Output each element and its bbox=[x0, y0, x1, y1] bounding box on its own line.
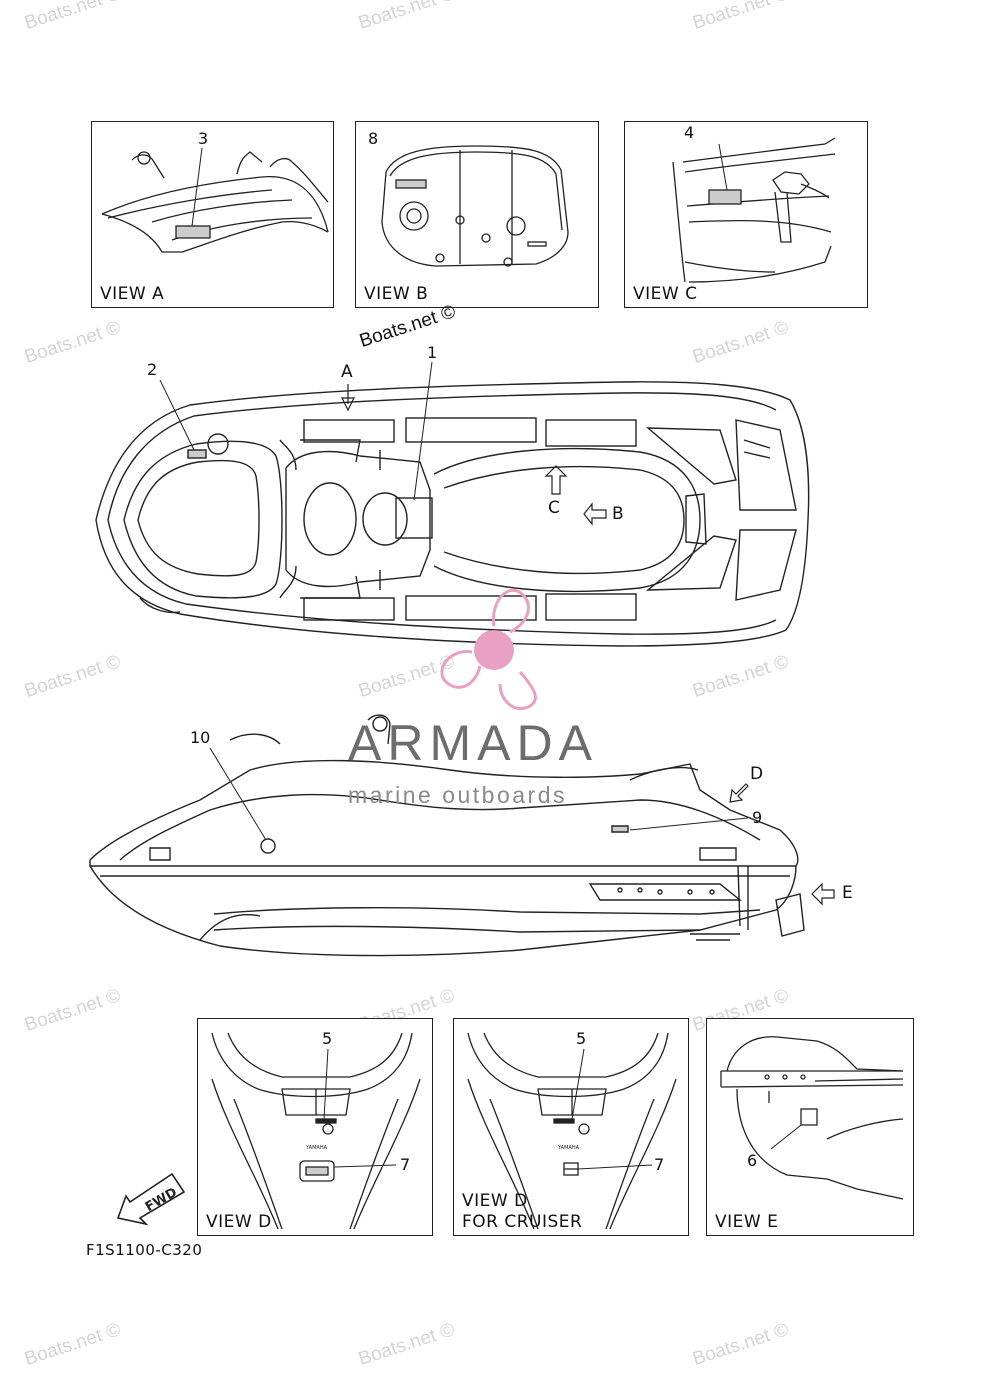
top-view-hull bbox=[95, 381, 810, 647]
view-b-panel: 8 VIEW B bbox=[355, 121, 599, 308]
callout-4: 4 bbox=[684, 123, 695, 142]
svg-text:YAMAHA: YAMAHA bbox=[557, 1145, 580, 1151]
view-e-panel: 6 VIEW E bbox=[706, 1018, 914, 1236]
view-marker-d: D bbox=[750, 764, 764, 784]
view-a-label: VIEW A bbox=[100, 284, 165, 304]
view-marker-b: B bbox=[612, 504, 624, 524]
callout-2: 2 bbox=[147, 360, 158, 379]
view-d-panel: YAMAHA 5 7 VIEW D bbox=[197, 1018, 433, 1236]
svg-text:YAMAHA: YAMAHA bbox=[305, 1145, 328, 1151]
view-a-panel: 3 VIEW A bbox=[91, 121, 334, 308]
view-d-label: VIEW D bbox=[206, 1212, 272, 1232]
callout-10: 10 bbox=[190, 728, 211, 747]
callout-5: 5 bbox=[576, 1029, 587, 1048]
callout-5: 5 bbox=[322, 1029, 333, 1048]
view-d-drawing: YAMAHA bbox=[211, 1032, 421, 1230]
view-c-panel: 4 VIEW C bbox=[624, 121, 868, 308]
fwd-arrow-icon: FWD bbox=[116, 1172, 186, 1226]
logo-tagline: marine outboards bbox=[348, 782, 567, 808]
view-marker-e: E bbox=[842, 883, 853, 903]
view-d-cruiser-drawing: YAMAHA bbox=[467, 1032, 677, 1230]
view-b-drawing bbox=[381, 145, 569, 267]
callout-8: 8 bbox=[368, 129, 379, 148]
view-c-label: VIEW C bbox=[633, 284, 698, 304]
view-d-cruiser-label: VIEW D FOR CRUISER bbox=[462, 1191, 582, 1233]
view-c-drawing bbox=[672, 137, 836, 283]
view-d-cruiser-panel: YAMAHA 5 7 VIEW D FOR CRUISER bbox=[453, 1018, 689, 1236]
view-d-cruiser-label-line2: FOR CRUISER bbox=[462, 1212, 583, 1232]
callout-3: 3 bbox=[198, 129, 209, 148]
callout-1: 1 bbox=[427, 343, 438, 362]
callout-7: 7 bbox=[400, 1155, 411, 1174]
side-view-hull bbox=[89, 714, 805, 957]
view-a-drawing bbox=[101, 147, 329, 253]
logo-name: ARMADA bbox=[348, 715, 598, 771]
view-b-label: VIEW B bbox=[364, 284, 429, 304]
callout-6: 6 bbox=[747, 1151, 758, 1170]
part-number: F1S1100-C320 bbox=[86, 1241, 203, 1259]
view-d-cruiser-label-line1: VIEW D bbox=[462, 1191, 528, 1211]
view-marker-a: A bbox=[341, 362, 353, 382]
callout-9: 9 bbox=[752, 808, 763, 827]
view-e-drawing bbox=[720, 1036, 904, 1200]
view-e-label: VIEW E bbox=[715, 1212, 779, 1232]
view-marker-c: C bbox=[548, 498, 560, 518]
armada-propeller-logo-icon bbox=[440, 588, 537, 710]
callout-7: 7 bbox=[654, 1155, 665, 1174]
